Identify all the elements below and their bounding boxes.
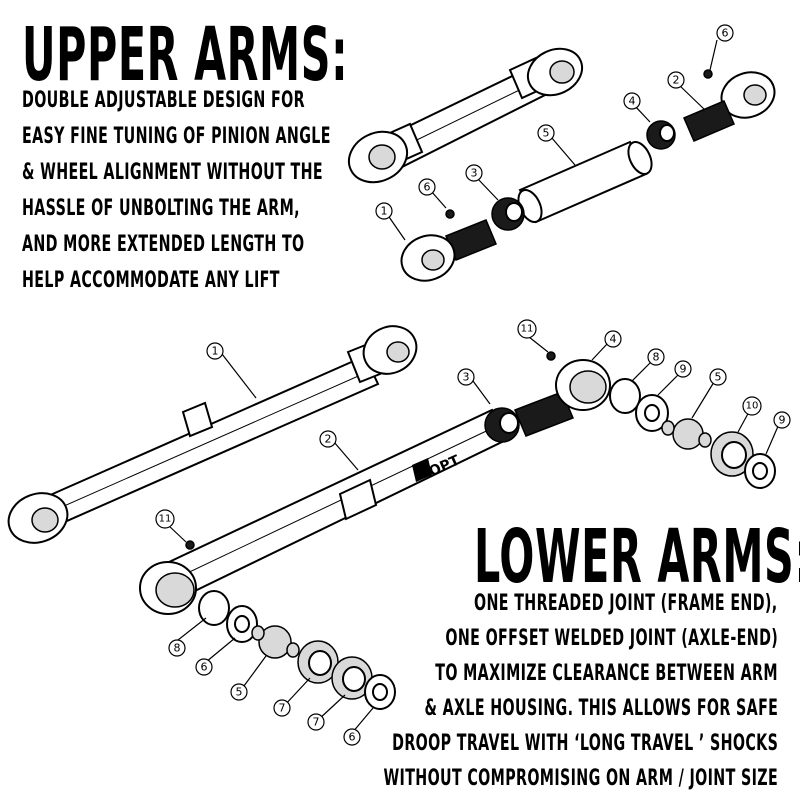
svg-text:8: 8 <box>174 642 181 655</box>
svg-text:4: 4 <box>629 95 636 108</box>
lower-description-line: DROOP TRAVEL WITH ‘LONG TRAVEL ’ SHOCKS <box>391 731 778 756</box>
svg-text:1: 1 <box>381 205 388 218</box>
lower-description-line: WITHOUT COMPROMISING ON ARM / JOINT SIZE <box>383 766 778 791</box>
grease-fitting <box>445 209 455 219</box>
upper-description-line: & WHEEL ALIGNMENT WITHOUT THE <box>22 160 323 185</box>
upper-arms-heading: UPPER ARMS: <box>22 12 349 98</box>
svg-text:11: 11 <box>159 514 172 525</box>
callout-2-lower: 2 <box>319 430 337 448</box>
lower-description-line: ONE OFFSET WELDED JOINT (AXLE-END) <box>445 626 778 651</box>
callout-5-lower-right: 5 <box>709 368 727 386</box>
svg-text:3: 3 <box>463 371 470 384</box>
callout-1-lower: 1 <box>206 342 224 360</box>
upper-description-line: DOUBLE ADJUSTABLE DESIGN FOR <box>22 88 305 113</box>
callout-7-lower-b: 7 <box>307 713 325 731</box>
callout-3-lower: 3 <box>457 368 475 386</box>
svg-text:11: 11 <box>521 324 534 335</box>
svg-text:7: 7 <box>279 702 286 715</box>
upper-description-line: EASY FINE TUNING OF PINION ANGLE <box>22 124 331 149</box>
callout-6-lower-left: 6 <box>195 658 213 676</box>
svg-text:6: 6 <box>424 181 431 194</box>
lower-joint-parts-bottom <box>185 540 396 710</box>
upper-description-line: HELP ACCOMMODATE ANY LIFT <box>22 268 280 293</box>
callout-6-lower-bottom: 6 <box>343 728 361 746</box>
svg-text:3: 3 <box>471 167 478 180</box>
callout-11-lower-right: 11 <box>517 319 537 339</box>
callout-4-upper: 4 <box>623 92 641 110</box>
ball <box>672 418 704 450</box>
callout-5-lower-bottom: 5 <box>230 683 248 701</box>
svg-text:6: 6 <box>349 731 356 744</box>
ball <box>258 625 292 659</box>
upper-assembled-arm <box>347 47 584 184</box>
svg-text:5: 5 <box>236 686 243 699</box>
lower-description-line: TO MAXIMIZE CLEARANCE BETWEEN ARM <box>435 661 778 686</box>
svg-text:8: 8 <box>653 351 660 364</box>
callout-1-upper: 1 <box>375 202 393 220</box>
shock-bracket <box>181 401 214 438</box>
grease-fitting <box>546 351 556 361</box>
callout-8-lower-left: 8 <box>168 639 186 657</box>
svg-text:9: 9 <box>680 363 687 376</box>
callout-3-upper: 3 <box>465 164 483 182</box>
lower-arm-2: OPT <box>139 391 574 615</box>
lower-arm-1 <box>7 325 418 544</box>
upper-exploded-arm <box>400 69 776 282</box>
shock-bracket <box>338 478 378 521</box>
grease-fitting <box>703 69 713 79</box>
svg-text:2: 2 <box>325 433 332 446</box>
lower-description-line: & AXLE HOUSING. THIS ALLOWS FOR SAFE <box>424 696 778 721</box>
svg-text:2: 2 <box>673 74 680 87</box>
svg-text:1: 1 <box>212 345 219 358</box>
callout-11-lower-left: 11 <box>155 509 175 529</box>
callout-2-upper: 2 <box>667 71 685 89</box>
lower-joint-parts-right <box>546 351 776 489</box>
svg-text:6: 6 <box>722 27 729 40</box>
callout-5-upper: 5 <box>537 124 555 142</box>
callout-9-lower-top: 9 <box>674 360 692 378</box>
callout-10-lower: 10 <box>742 396 762 416</box>
callout-4-lower: 4 <box>604 330 622 348</box>
svg-text:7: 7 <box>313 716 320 729</box>
snap-ring <box>609 378 641 414</box>
upper-description-line: HASSLE OF UNBOLTING THE ARM, <box>22 196 300 221</box>
lower-arms-heading: LOWER ARMS: <box>474 514 800 600</box>
svg-text:4: 4 <box>610 333 617 346</box>
svg-text:9: 9 <box>779 414 786 427</box>
callout-6-upper-left: 6 <box>418 178 436 196</box>
svg-text:5: 5 <box>543 127 550 140</box>
svg-text:5: 5 <box>715 371 722 384</box>
svg-text:6: 6 <box>201 661 208 674</box>
svg-text:10: 10 <box>746 401 759 412</box>
callout-7-lower-a: 7 <box>273 699 291 717</box>
callout-6-upper-right: 6 <box>716 24 734 42</box>
callout-9-lower-right: 9 <box>773 411 791 429</box>
lower-description-line: ONE THREADED JOINT (FRAME END), <box>474 591 778 616</box>
snap-ring <box>198 590 230 626</box>
upper-description-line: AND MORE EXTENDED LENGTH TO <box>22 232 305 257</box>
grease-fitting <box>185 540 195 550</box>
callout-8-lower-right: 8 <box>647 348 665 366</box>
